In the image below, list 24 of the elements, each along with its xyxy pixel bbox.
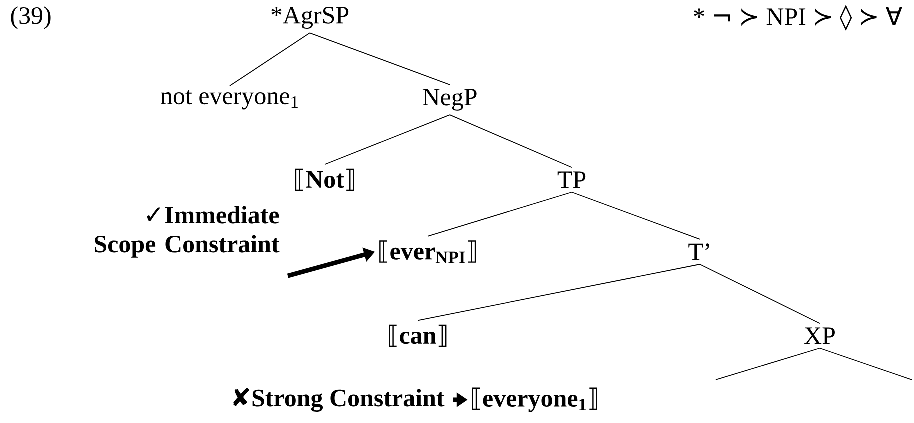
tree-branch — [324, 114, 450, 166]
tree-node-label: ⟦everyone$_{1}$⟧ — [472, 388, 598, 412]
tree-branch — [418, 264, 700, 322]
tree-node-label: ⟦ever$_{NPI}$⟧ — [380, 240, 476, 264]
tree-node-label: ⟦can⟧ — [389, 324, 447, 348]
tree-node-label: TP — [558, 172, 586, 188]
tree-node-label: *AgrSP — [272, 7, 349, 29]
tree-branch — [428, 192, 572, 237]
tree-branch — [230, 32, 310, 86]
tree-node-label: not everyone$_{1}$ — [161, 90, 298, 110]
tree-node-label: T’ — [688, 244, 710, 260]
tree-branch — [700, 264, 820, 324]
tree-branch — [820, 348, 912, 380]
annotation-text: ✓Immediate Scope Constraint — [95, 206, 280, 258]
annotation-text: ✘Strong Constraint — [234, 388, 445, 412]
tree-node-label: XP — [804, 328, 835, 344]
tree-branch — [450, 114, 572, 168]
tree-node-label: NegP — [422, 89, 477, 111]
tree-node-label: ⟦Not⟧ — [295, 168, 354, 192]
tree-branch — [716, 348, 820, 380]
tree-branch — [310, 32, 450, 86]
tree-branch — [572, 192, 700, 240]
example-number: (39) — [11, 6, 51, 30]
scope-formula: * ¬ ≻ NPI ≻ ◊ ≻ ∀ — [694, 5, 903, 31]
